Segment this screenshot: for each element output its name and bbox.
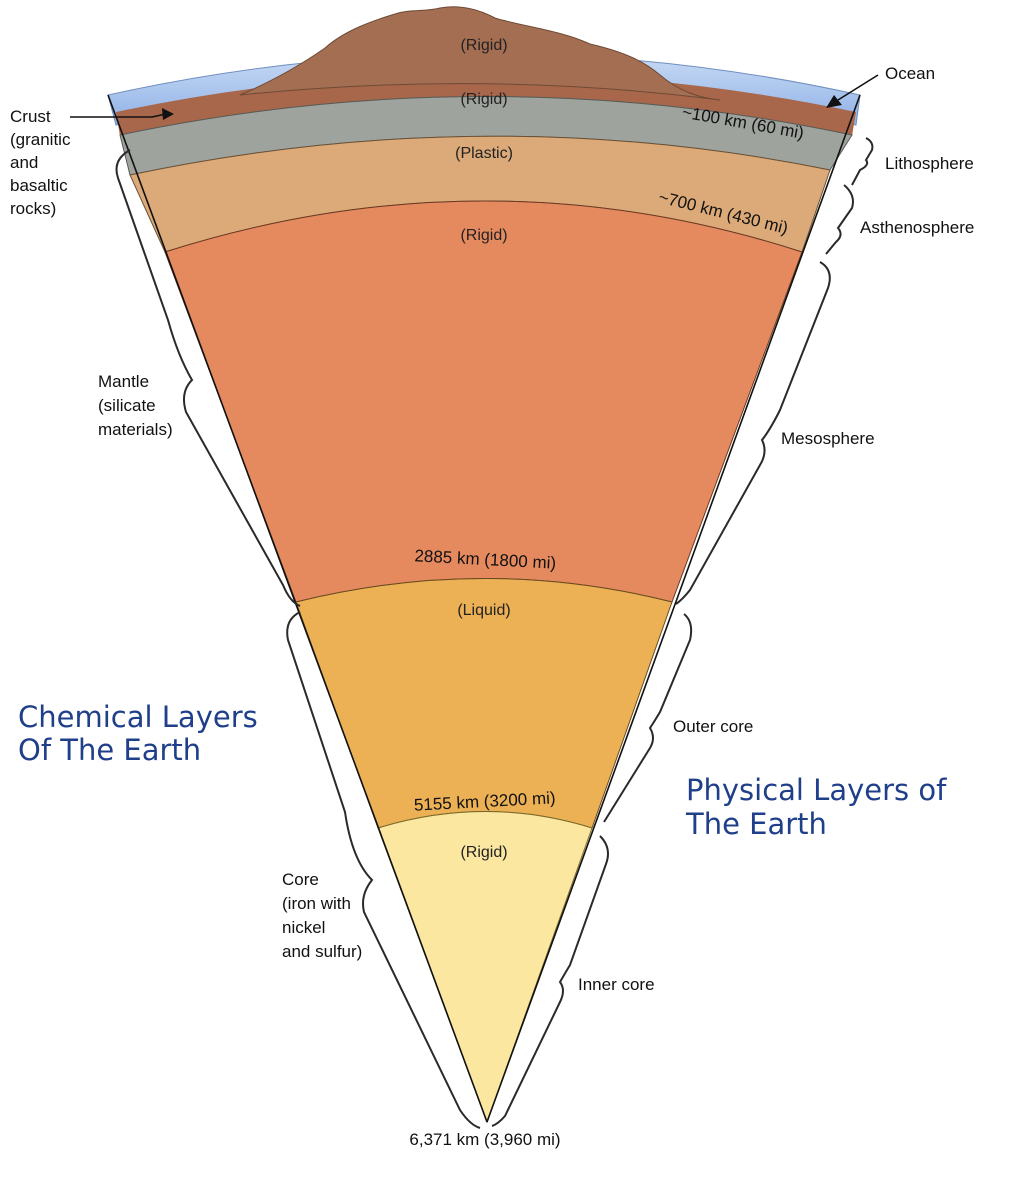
state-inner-core: (Rigid) (460, 844, 507, 861)
state-mesosphere: (Rigid) (460, 227, 507, 244)
state-outer-core: (Liquid) (457, 602, 510, 619)
mesosphere-layer (164, 200, 803, 603)
label-outer-core: Outer core (673, 717, 753, 736)
depth-6371km: 6,371 km (3,960 mi) (409, 1130, 560, 1149)
chemical-title: Chemical Layers Of The Earth (18, 700, 267, 767)
brace-asthenosphere (825, 184, 854, 255)
label-core: Core (iron with nickel and sulfur) (282, 870, 362, 961)
ocean-leader-line (837, 74, 879, 101)
brace-core (286, 611, 481, 1129)
state-lithosphere: (Rigid) (460, 91, 507, 108)
label-ocean: Ocean (885, 64, 935, 83)
label-lithosphere: Lithosphere (885, 154, 974, 173)
wedge-right-edge (486, 94, 861, 1123)
inner-core-layer (377, 811, 593, 1124)
mountain-layer (239, 6, 721, 101)
physical-title: Physical Layers of The Earth (685, 773, 956, 841)
crust-leader-line (70, 113, 167, 118)
state-mountain: (Rigid) (460, 37, 507, 54)
ocean-leader-arrow (826, 95, 842, 108)
brace-mesosphere (675, 261, 831, 605)
brace-mantle (115, 149, 301, 607)
label-mesosphere: Mesosphere (781, 429, 875, 448)
brace-outer-core (603, 613, 693, 823)
wedge-left-edge (107, 94, 488, 1123)
crust-leader-arrow (162, 108, 174, 120)
brace-lithosphere (851, 137, 874, 186)
earth-wedge (107, 6, 861, 1124)
state-asthenosphere: (Plastic) (455, 145, 513, 162)
brace-inner-core (491, 835, 609, 1127)
label-crust: Crust (granitic and basaltic rocks) (10, 107, 75, 218)
label-inner-core: Inner core (578, 975, 655, 994)
label-mantle: Mantle (silicate materials) (98, 372, 173, 439)
label-asthenosphere: Asthenosphere (860, 218, 974, 237)
